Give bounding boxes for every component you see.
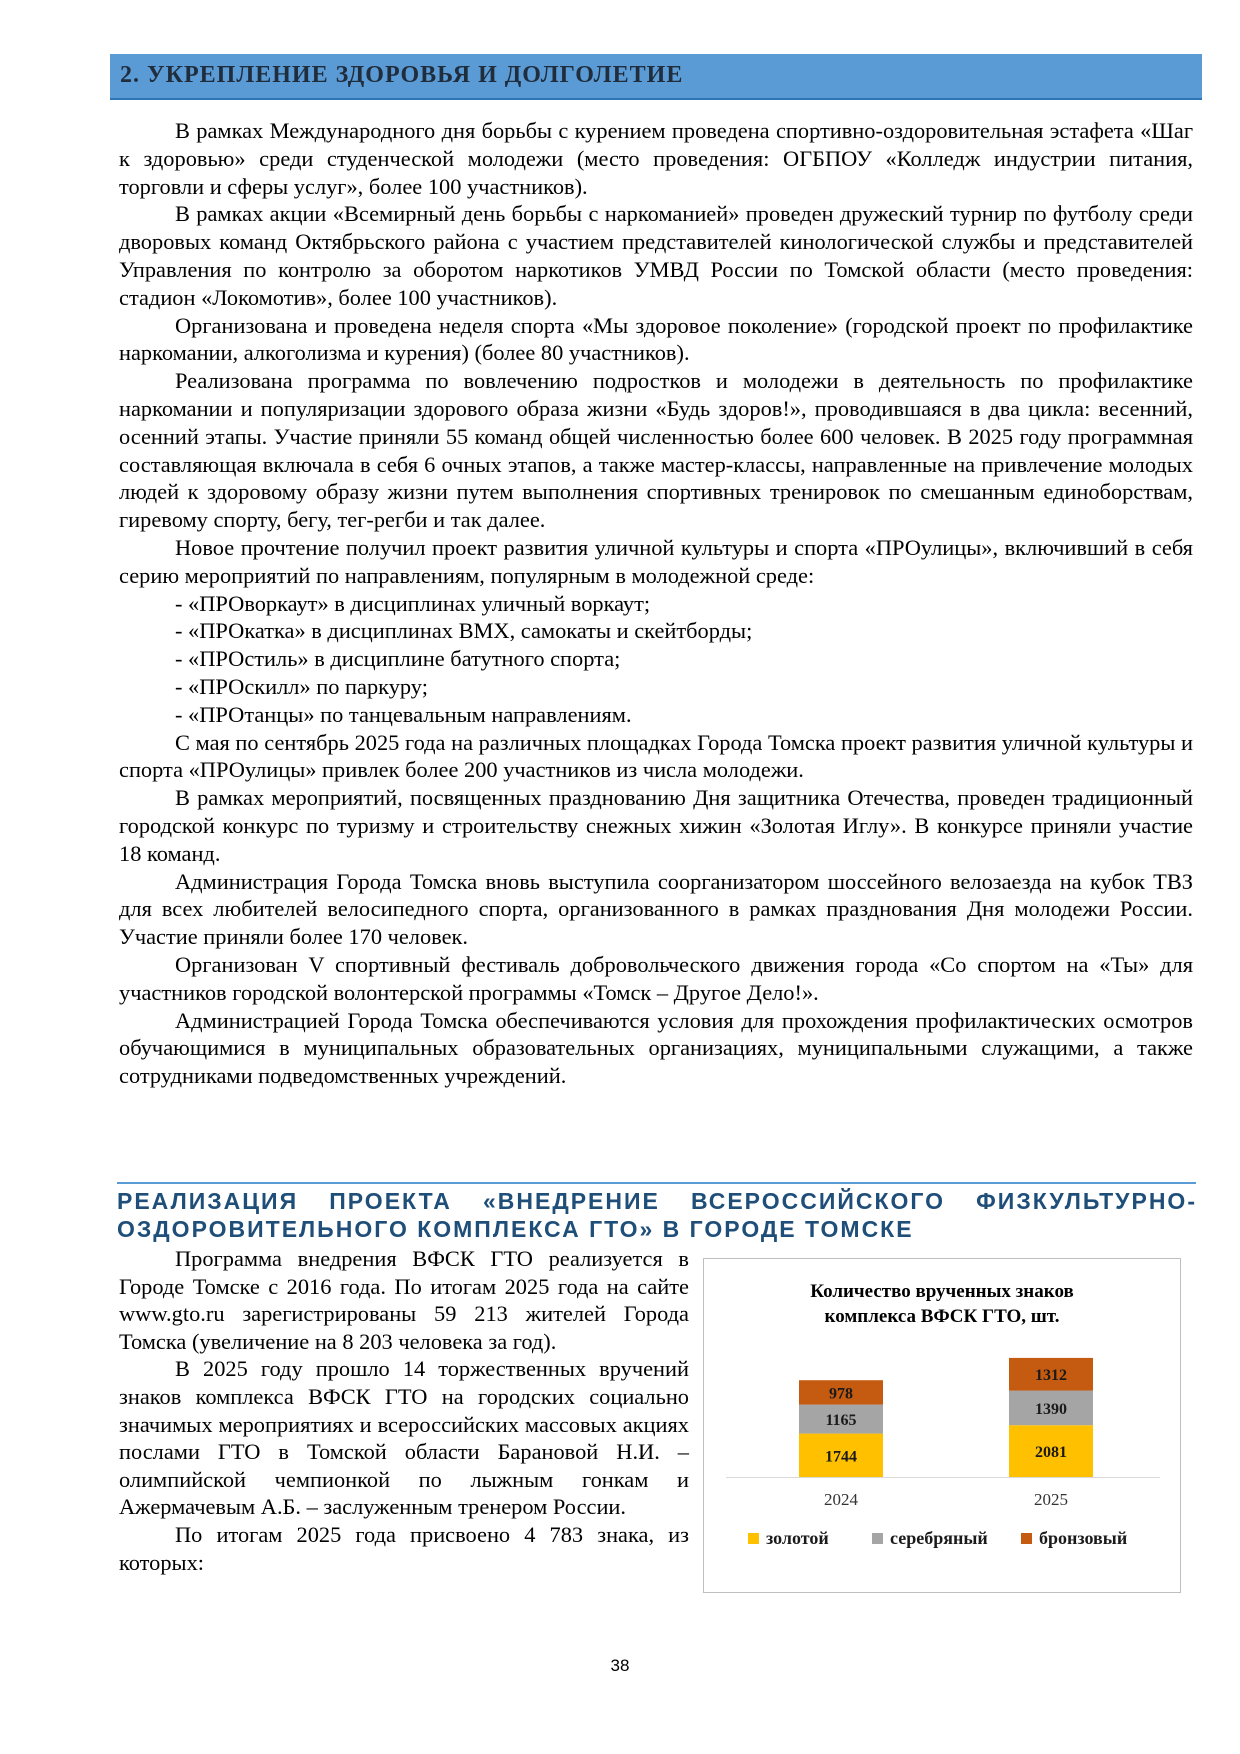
bullet-item: - «ПРОкатка» в дисциплинах BMX, самокаты… xyxy=(175,618,753,644)
gto-badges-chart: 1744 1165 978 2024 2081 1390 1312 2025 золотой се… xyxy=(703,1258,1181,1593)
subsection-title: РЕАЛИЗАЦИЯ ПРОЕКТА «ВНЕДРЕНИЕ ВСЕРОССИЙС… xyxy=(117,1187,1197,1243)
paragraph: Организован V спортивный фестиваль добро… xyxy=(119,951,1193,1005)
bar-segment xyxy=(799,1404,883,1434)
paragraph: Программа внедрения ВФСК ГТО реализуется… xyxy=(119,1246,689,1354)
bar-segment xyxy=(799,1380,883,1405)
data-label: 1312 xyxy=(1035,1367,1067,1384)
data-label: 978 xyxy=(829,1385,853,1402)
subsection-body: Программа внедрения ВФСК ГТО реализуется… xyxy=(119,1245,689,1576)
paragraph: Новое прочтение получил проект развития … xyxy=(119,534,1193,588)
paragraph: В рамках мероприятий, посвященных праздн… xyxy=(119,785,1193,866)
subsection-divider xyxy=(117,1182,1196,1184)
subsection-title-line: ОЗДОРОВИТЕЛЬНОГО КОМПЛЕКСА ГТО» В ГОРОДЕ… xyxy=(117,1216,914,1242)
bar-segment xyxy=(1009,1425,1093,1477)
x-tick-label: 2025 xyxy=(1034,1490,1068,1509)
legend-label: серебряный xyxy=(890,1528,988,1548)
legend-swatch xyxy=(872,1533,883,1544)
data-label: 1165 xyxy=(825,1412,856,1429)
legend-label: бронзовый xyxy=(1039,1528,1127,1548)
legend-swatch xyxy=(1021,1533,1032,1544)
section-title: 2. УКРЕПЛЕНИЕ ЗДОРОВЬЯ И ДОЛГОЛЕТИЕ xyxy=(120,62,684,88)
section-body: В рамках Международного дня борьбы с кур… xyxy=(119,117,1193,1090)
paragraph: Реализована программа по вовлечению подр… xyxy=(119,368,1193,533)
paragraph: С мая по сентябрь 2025 года на различных… xyxy=(119,729,1193,783)
chart-title: Количество врученных знаков комплекса ВФ… xyxy=(704,1279,1180,1329)
bullet-item: - «ПРОворкаут» в дисциплинах уличный вор… xyxy=(175,590,651,616)
bullet-item: - «ПРОстиль» в дисциплине батутного спор… xyxy=(175,646,621,672)
paragraph: Организована и проведена неделя спорта «… xyxy=(119,312,1193,366)
bullet-item: - «ПРОтанцы» по танцевальным направления… xyxy=(175,701,632,727)
bar-segment xyxy=(799,1433,883,1477)
chart-title-line: Количество врученных знаков xyxy=(810,1281,1074,1302)
data-label: 1744 xyxy=(825,1448,857,1465)
legend-swatch xyxy=(748,1533,759,1544)
paragraph: В рамках акции «Всемирный день борьбы с … xyxy=(119,201,1193,310)
chart-canvas: 1744 1165 978 2024 2081 1390 1312 2025 золотой се… xyxy=(726,1357,1160,1548)
legend-label: золотой xyxy=(766,1528,829,1548)
chart-title-line: комплекса ВФСК ГТО, шт. xyxy=(824,1306,1060,1327)
bar-segment xyxy=(1009,1390,1093,1426)
subsection-title-line: РЕАЛИЗАЦИЯ ПРОЕКТА «ВНЕДРЕНИЕ ВСЕРОССИЙС… xyxy=(117,1188,1197,1214)
bullet-item: - «ПРОскилл» по паркуру; xyxy=(175,673,428,699)
data-label: 1390 xyxy=(1035,1401,1067,1418)
page-number: 38 xyxy=(610,1656,630,1675)
paragraph: Администрация Города Томска вновь выступ… xyxy=(119,868,1193,950)
bar-segment xyxy=(1009,1357,1093,1391)
paragraph: В рамках Международного дня борьбы с кур… xyxy=(119,118,1193,199)
x-tick-label: 2024 xyxy=(824,1490,859,1509)
paragraph: В 2025 году прошло 14 торжественных вруч… xyxy=(119,1356,689,1520)
section-header: 2. УКРЕПЛЕНИЕ ЗДОРОВЬЯ И ДОЛГОЛЕТИЕ xyxy=(110,54,1202,100)
paragraph: Администрацией Города Томска обеспечиваю… xyxy=(119,1007,1193,1089)
data-label: 2081 xyxy=(1035,1444,1067,1461)
paragraph: По итогам 2025 года присвоено 4 783 знак… xyxy=(119,1521,689,1575)
